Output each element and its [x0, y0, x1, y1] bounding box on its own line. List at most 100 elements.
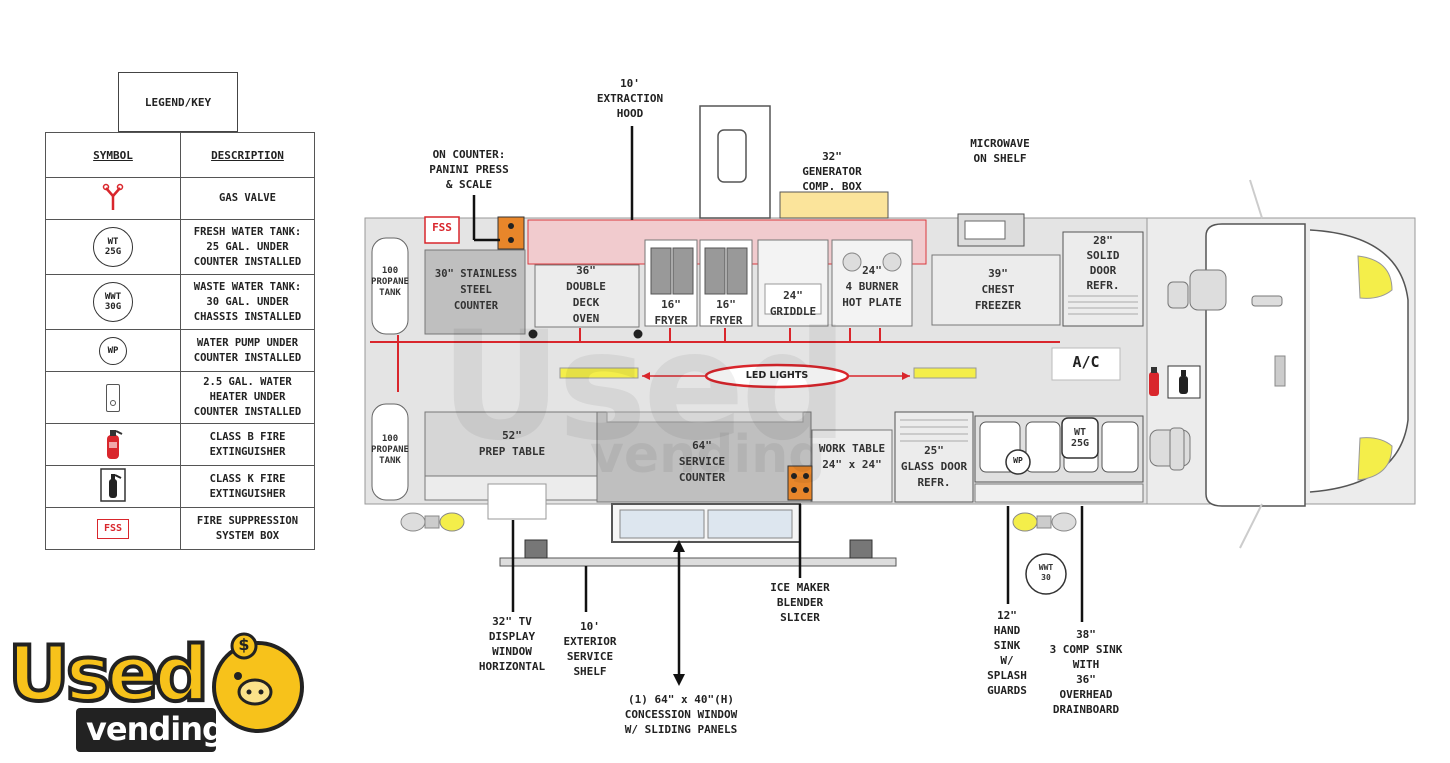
solid-refr-label: 28" SOLID DOOR REFR. [1086, 234, 1120, 292]
label-comp-sink: 38" 3 COMP SINK WITH 36" OVERHEAD DRAINB… [1049, 628, 1123, 716]
outlet-bottom [787, 465, 813, 501]
callout-lines [472, 126, 1084, 680]
propane-tank-top-label: 100 PROPANE TANK [371, 266, 409, 298]
led-light-right [913, 367, 977, 379]
mirror-bottom [1239, 503, 1263, 549]
chest-freezer [931, 254, 1061, 326]
class-b-fire-extinguisher-icon [107, 430, 123, 459]
legend-description: 2.5 GAL. WATER HEATER UNDER COUNTER INST… [180, 371, 315, 424]
solid-door-refr [1062, 231, 1144, 327]
freezer-label: 39" CHEST FREEZER [974, 267, 1022, 312]
prep-table [424, 411, 598, 477]
label-tv-display: 32" TV DISPLAY WINDOW HORIZONTAL [478, 615, 546, 673]
work-table-label: WORK TABLE 24" x 24" [818, 442, 886, 471]
label-generator: 32" GENERATOR COMP. BOX [802, 150, 862, 193]
waste-water-tank-label: WWT 30 [1038, 563, 1054, 582]
waste-water-tank-icon [1025, 553, 1067, 595]
label-exterior-shelf: 10' EXTERIOR SERVICE SHELF [563, 620, 617, 678]
class-b-fire-extinguisher-icon [1149, 367, 1159, 396]
class-k-fire-extinguisher-icon [100, 468, 126, 502]
led-lights-label-oval [704, 363, 850, 389]
watermark-text: Used [440, 300, 848, 474]
waste-water-tank-icon: WWT 30G [93, 282, 133, 322]
gear-shift [1274, 355, 1286, 387]
water-pump-label: WP [1013, 456, 1023, 465]
glass-refr-label: 25" GLASS DOOR REFR. [900, 444, 968, 489]
exhaust-fan [717, 129, 747, 183]
fss-box [424, 216, 460, 244]
tv-display-window [487, 483, 547, 520]
label-ice-maker: ICE MAKER BLENDER SLICER [770, 581, 830, 624]
exterior-light-right-icon [1012, 512, 1077, 532]
oven-label: 36" DOUBLE DECK OVEN [566, 264, 606, 325]
passenger-seat-icon [1149, 427, 1191, 471]
coin-icon [230, 632, 258, 660]
legend-description: FRESH WATER TANK: 25 GAL. UNDER COUNTER … [180, 219, 315, 275]
outlet-top [497, 216, 525, 250]
legend-table: SYMBOL DESCRIPTION GAS VALVE WT 25G FRES… [45, 132, 315, 550]
label-hand-sink: 12" HAND SINK W/ SPLASH GUARDS [987, 609, 1027, 697]
water-pump-icon [1005, 449, 1031, 475]
headlight-bottom [1357, 437, 1393, 481]
cab-dashboard [1205, 223, 1306, 507]
comp-sink-3 [1101, 421, 1139, 473]
gas-line [370, 328, 1060, 392]
fryer-1-label: 16" FRYER [654, 298, 688, 327]
propane-tank-bottom [371, 403, 409, 501]
fresh-water-tank-icon: WT 25G [93, 227, 133, 267]
legend-description: CLASS K FIRE EXTINGUISHER [180, 465, 315, 508]
legend-header-description: DESCRIPTION [180, 132, 315, 178]
propane-tank-bottom-label: 100 PROPANE TANK [371, 434, 409, 466]
legend-row: 2.5 GAL. WATER HEATER UNDER COUNTER INST… [45, 371, 315, 424]
logo-graphic [76, 632, 304, 752]
legend-row: WWT 30G WASTE WATER TANK: 30 GAL. UNDER … [45, 274, 315, 330]
legend-title: LEGEND/KEY [118, 72, 238, 132]
fss-box-icon: FSS [97, 518, 129, 539]
fresh-water-tank-icon [1061, 417, 1099, 459]
generator-box [779, 191, 889, 219]
headlight-top [1357, 255, 1393, 299]
fryer-2-label: 16" FRYER [709, 298, 743, 327]
comp-sink-1 [1025, 421, 1061, 473]
legend-description: WASTE WATER TANK: 30 GAL. UNDER CHASSIS … [180, 274, 315, 330]
label-microwave: MICROWAVE ON SHELF [970, 137, 1030, 165]
label-concession-window: (1) 64" x 40"(H) CONCESSION WINDOW W/ SL… [624, 693, 738, 736]
drainboard [974, 483, 1144, 503]
steel-counter-label: 30" STAINLESS STEEL COUNTER [434, 268, 518, 312]
hot-plate-label: 24" 4 BURNER HOT PLATE [842, 264, 902, 309]
propane-tank-top [371, 237, 409, 335]
led-lights-label: LED LIGHTS [745, 370, 809, 381]
logo-main-text: Used [6, 628, 211, 720]
legend-row: GAS VALVE [45, 177, 315, 220]
watermark-subtext: vending [590, 425, 826, 485]
service-counter-label: 64" SERVICE COUNTER [678, 439, 726, 484]
legend-description: GAS VALVE [180, 177, 315, 220]
steel-counter [424, 249, 526, 335]
prep-table-label: 52" PREP TABLE [478, 429, 546, 458]
work-table [811, 429, 893, 503]
exterior-service-shelf [499, 557, 897, 567]
exterior-light-left-icon [400, 512, 465, 532]
water-pump-icon: WP [99, 336, 127, 365]
double-deck-oven [534, 264, 640, 328]
griddle-label: 24" GRIDDLE [769, 289, 817, 318]
legend-header-row: SYMBOL DESCRIPTION [45, 132, 315, 178]
fss-label: FSS [432, 221, 452, 234]
label-extraction-hood: 10' EXTRACTION HOOD [596, 77, 664, 120]
legend-row: WT 25G FRESH WATER TANK: 25 GAL. UNDER C… [45, 219, 315, 275]
gas-valve-icon [102, 183, 124, 210]
mirror-top [1249, 179, 1263, 219]
driver-seat-icon [1167, 269, 1283, 311]
led-light-left [559, 367, 639, 379]
legend-header-symbol: SYMBOL [45, 132, 181, 178]
fresh-water-tank-label: WT 25G [1070, 427, 1090, 449]
class-k-fire-extinguisher-icon [1167, 365, 1201, 399]
legend-description: CLASS B FIRE EXTINGUISHER [180, 423, 315, 466]
label-panini-press: ON COUNTER: PANINI PRESS & SCALE [429, 148, 509, 191]
logo-sub-text: vending [86, 710, 225, 748]
water-heater-icon [106, 383, 120, 412]
legend-row: CLASS K FIRE EXTINGUISHER [45, 465, 315, 508]
ac-label: A/C [1072, 353, 1100, 371]
legend-description: FIRE SUPPRESSION SYSTEM BOX [180, 507, 315, 550]
